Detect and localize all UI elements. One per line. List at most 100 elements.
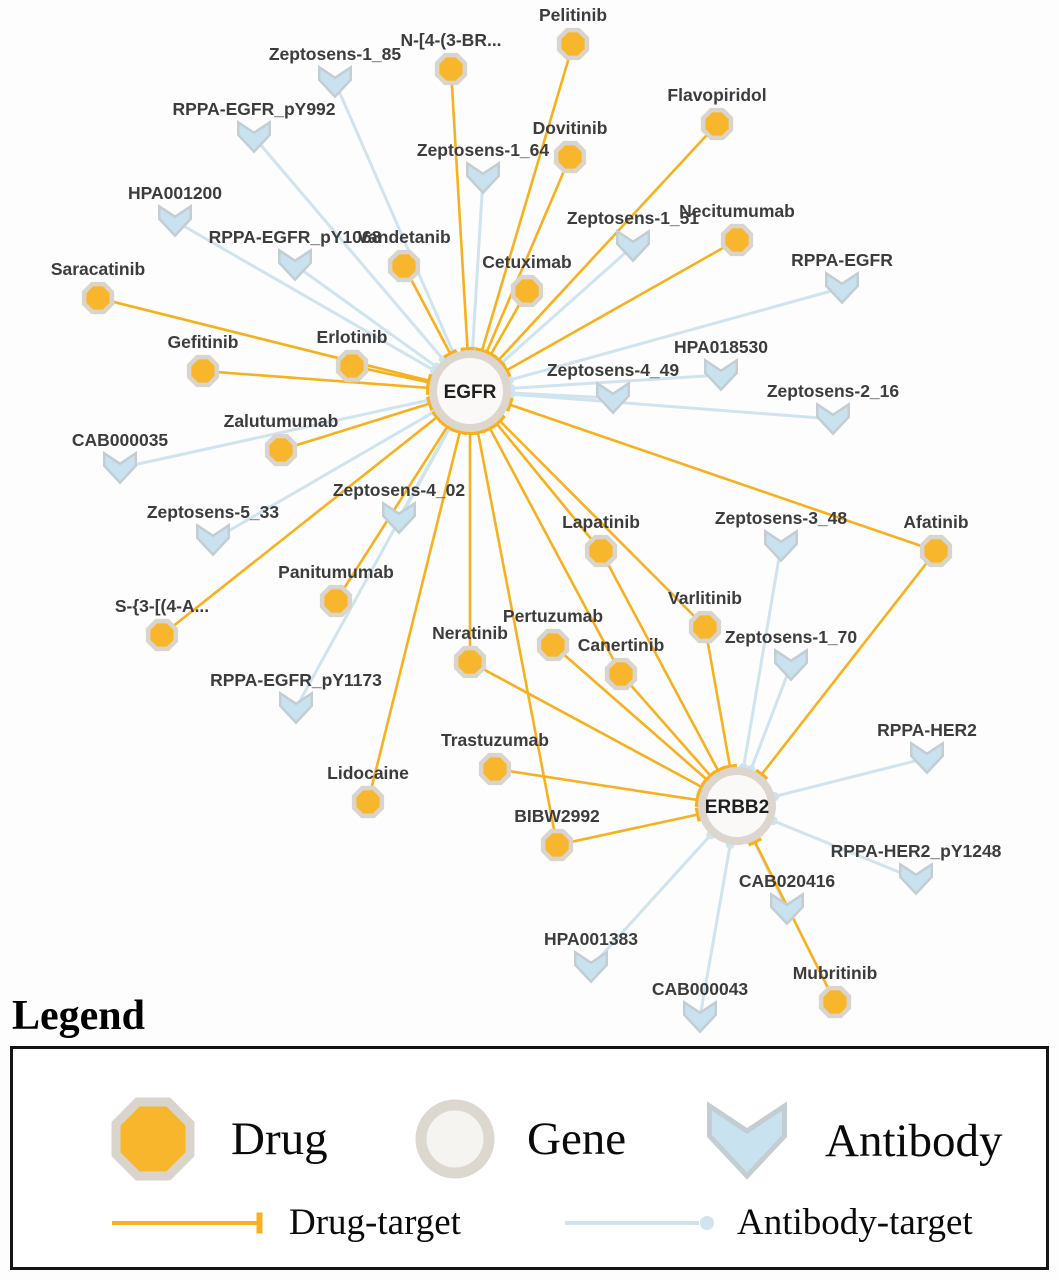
legend-label-drug-target: Drug-target — [289, 1202, 461, 1243]
antibody-node[interactable] — [103, 450, 137, 485]
drug-target-edge — [599, 550, 720, 772]
drug-target-edge — [620, 673, 712, 777]
drug-label: Neratinib — [432, 623, 508, 643]
antibody-label: Zeptosens-1_70 — [725, 627, 858, 647]
antibody-node[interactable] — [278, 247, 312, 282]
antibody-node[interactable] — [910, 740, 944, 775]
drug-target-edge — [476, 432, 559, 846]
drug-edge-tee — [482, 423, 497, 433]
antibody-label: RPPA-EGFR_pY1173 — [210, 670, 382, 690]
network-canvas[interactable]: EGFRERBB2PelitinibN-[4-(3-BR...Flavopiri… — [0, 0, 1059, 1044]
drug-node[interactable] — [688, 610, 722, 644]
drug-node[interactable] — [536, 628, 570, 662]
drug-target-edge — [495, 422, 603, 552]
antibody-node[interactable] — [616, 228, 650, 263]
node-layer — [81, 27, 953, 1034]
drug-node[interactable] — [264, 433, 298, 467]
antibody-label: Zeptosens-1_64 — [417, 140, 550, 160]
legend-title: Legend — [12, 993, 146, 1039]
drug-node[interactable] — [556, 27, 590, 61]
antibody-target-edge — [510, 392, 834, 421]
drug-node[interactable] — [700, 107, 734, 141]
antibody-target-edge — [509, 286, 843, 382]
drug-label: BIBW2992 — [514, 806, 600, 826]
legend-label-antibody-target: Antibody-target — [737, 1202, 973, 1243]
drug-target-edge — [161, 416, 438, 637]
drug-target-edge — [469, 660, 703, 789]
drug-node[interactable] — [478, 752, 512, 786]
drug-label: Zalutumumab — [224, 411, 339, 431]
drug-node[interactable] — [584, 534, 618, 568]
drug-target-edge — [485, 156, 572, 353]
antibody-target-edge — [499, 244, 634, 365]
drug-label: Lapatinib — [562, 512, 640, 532]
antibody-target-edge — [294, 263, 438, 369]
drug-target-edge — [97, 296, 430, 383]
antibody-node[interactable] — [382, 500, 416, 535]
drug-node[interactable] — [81, 281, 115, 315]
legend-item-gene: Gene — [409, 1093, 626, 1185]
antibody-label: HPA001383 — [544, 929, 638, 949]
antibody-node[interactable] — [683, 999, 717, 1034]
drug-node[interactable] — [720, 223, 754, 257]
antibody-node[interactable] — [825, 270, 859, 305]
drug-edge-tee — [505, 397, 514, 412]
antibody-node[interactable] — [574, 949, 608, 984]
drug-node[interactable] — [919, 534, 953, 568]
antibody-node[interactable] — [774, 647, 808, 682]
antibody-node[interactable] — [318, 64, 352, 99]
antibody-node[interactable] — [899, 861, 933, 896]
antibody-chevron-shape — [707, 1101, 787, 1180]
antibody-node[interactable] — [466, 160, 500, 195]
gene-node-EGFR[interactable] — [429, 350, 511, 432]
label-layer: EGFRERBB2PelitinibN-[4-(3-BR...Flavopiri… — [51, 5, 1002, 999]
antibody-node[interactable] — [237, 119, 271, 154]
drug-node[interactable] — [145, 618, 179, 652]
drug-node[interactable] — [604, 657, 638, 691]
drug-target-edge — [505, 238, 738, 372]
antibody-label: RPPA-HER2 — [877, 720, 977, 740]
drug-edge-tee — [426, 396, 434, 411]
antibody-target-edge — [742, 545, 783, 768]
antibody-node[interactable] — [816, 401, 850, 436]
antibody-node[interactable] — [596, 380, 630, 415]
drug-node[interactable] — [510, 274, 544, 308]
drug-label: Pelitinib — [539, 5, 607, 25]
drug-octagon-icon — [111, 1097, 195, 1181]
drug-label: Vandetanib — [357, 227, 450, 247]
drug-target-edge — [494, 767, 698, 802]
antibody-node[interactable] — [770, 891, 804, 926]
legend-label-drug: Drug — [231, 1113, 328, 1165]
drug-target-edge — [556, 813, 699, 847]
drug-node[interactable] — [387, 249, 421, 283]
drug-node[interactable] — [540, 828, 574, 862]
drug-edge-tee — [722, 763, 738, 770]
antibody-target-edge — [698, 844, 732, 1018]
drug-node[interactable] — [186, 354, 220, 388]
gene-node-ERBB2[interactable] — [698, 767, 776, 845]
antibody-node[interactable] — [704, 357, 738, 392]
antibody-node[interactable] — [158, 203, 192, 238]
drug-target-edge — [498, 419, 706, 628]
drug-node[interactable] — [319, 584, 353, 618]
drug-target-edge — [449, 68, 469, 350]
drug-node[interactable] — [453, 645, 487, 679]
antibody-node[interactable] — [764, 528, 798, 563]
drug-node[interactable] — [553, 140, 587, 174]
drug-label: Trastuzumab — [441, 730, 549, 750]
drug-node[interactable] — [351, 785, 385, 819]
drug-label: Flavopiridol — [667, 85, 766, 105]
antibody-node[interactable] — [279, 690, 313, 725]
drug-label: Necitumumab — [679, 201, 795, 221]
drug-node[interactable] — [434, 52, 468, 86]
drug-target-edge — [760, 550, 938, 776]
drug-node[interactable] — [335, 349, 369, 383]
antibody-node[interactable] — [196, 522, 230, 557]
legend-item-drug-target: Drug-target — [108, 1201, 461, 1244]
drug-label: Gefitinib — [168, 332, 239, 352]
antibody-chevron-icon — [707, 1101, 787, 1180]
drug-node[interactable] — [818, 985, 852, 1019]
drug-target-edge — [488, 427, 623, 675]
legend-box: Drug Gene Antibody Drug-target — [10, 1046, 1049, 1270]
